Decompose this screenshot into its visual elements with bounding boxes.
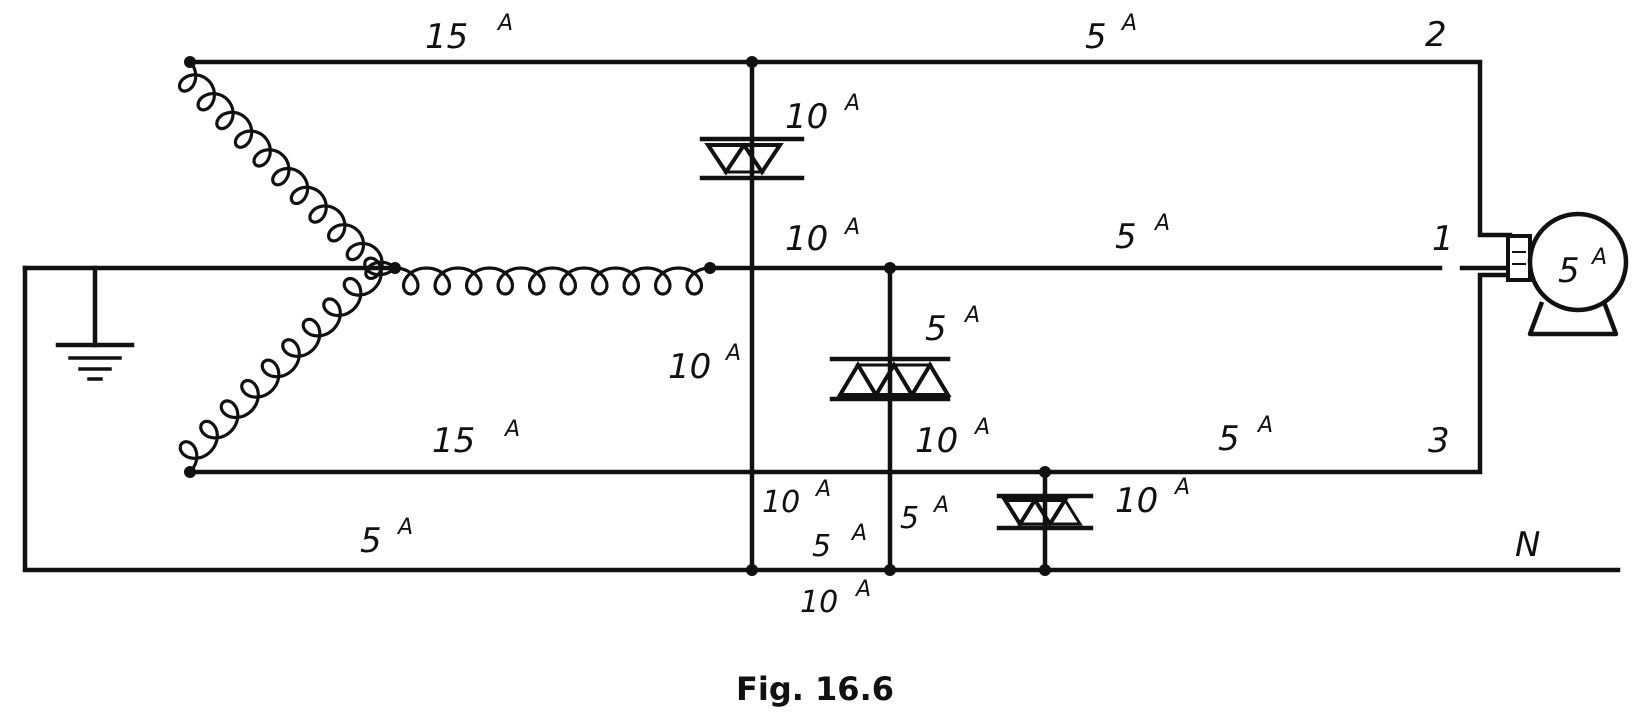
junction-dot xyxy=(704,262,716,274)
current-unit: A xyxy=(1173,475,1190,500)
current-unit: A xyxy=(814,477,831,502)
current-label: 5 xyxy=(900,501,919,536)
current-label: 10 xyxy=(785,97,828,137)
current-label: 5 xyxy=(1085,17,1107,57)
current-unit: A xyxy=(1153,211,1170,236)
junction-dot xyxy=(884,262,896,274)
triac-device-low xyxy=(996,493,1094,531)
motor-current-label: 5 xyxy=(1558,251,1580,291)
current-unit: A xyxy=(1120,11,1137,36)
coil-top xyxy=(177,60,397,281)
current-unit: A xyxy=(724,341,741,366)
terminal-1-label: 1 xyxy=(1432,219,1454,259)
current-label: 5 xyxy=(360,521,382,561)
terminal-3-label: 3 xyxy=(1428,421,1450,461)
current-labels: 15 A 5 A 10 A 10 A 5 A 10 A 5 A 15 A 10 … xyxy=(360,11,1607,620)
current-unit: A xyxy=(503,417,520,442)
phase-3-line xyxy=(187,272,1513,475)
current-label: 10 xyxy=(915,421,958,461)
current-label: 15 xyxy=(425,17,468,57)
current-label: 5 xyxy=(812,529,831,564)
figure-caption: Fig. 16.6 xyxy=(736,670,894,708)
neutral-left-vertical xyxy=(22,265,1621,573)
current-label: 5 xyxy=(1115,217,1137,257)
current-label: 10 xyxy=(1115,481,1158,521)
current-label: 10 xyxy=(762,485,800,520)
current-unit: A xyxy=(843,215,860,240)
current-unit: A xyxy=(1590,245,1607,270)
phase-2-line xyxy=(187,59,1513,238)
current-unit: A xyxy=(496,11,513,36)
terminal-labels: 2 1 3 N xyxy=(1425,15,1540,565)
junction-dot xyxy=(389,262,401,274)
current-unit: A xyxy=(963,303,980,328)
wires xyxy=(22,59,1621,573)
junction-dot xyxy=(746,564,758,576)
junction-dot xyxy=(884,564,896,576)
current-label: 5 xyxy=(1218,419,1240,459)
junction-dot xyxy=(1039,564,1051,576)
coil-right xyxy=(393,266,712,296)
current-unit: A xyxy=(1256,413,1273,438)
terminal-2-label: 2 xyxy=(1425,15,1447,55)
current-unit: A xyxy=(973,415,990,440)
generator-coils xyxy=(177,60,712,474)
current-label: 10 xyxy=(785,219,828,259)
current-label: 10 xyxy=(800,585,838,620)
triac-device-top xyxy=(699,136,805,181)
current-label: 10 xyxy=(668,347,711,387)
ground-icon xyxy=(55,342,135,381)
current-unit: A xyxy=(843,91,860,116)
current-unit: A xyxy=(854,577,871,602)
current-label: 15 xyxy=(432,421,475,461)
junction-dot xyxy=(184,56,196,68)
neutral-n-label: N xyxy=(1515,525,1540,565)
current-unit: A xyxy=(396,515,413,540)
junction-dot xyxy=(746,56,758,68)
current-unit: A xyxy=(850,521,867,546)
current-label: 5 xyxy=(925,309,947,349)
triac-device-mid xyxy=(829,356,952,402)
junction-dot xyxy=(1039,466,1051,478)
coil-bottom xyxy=(178,256,397,474)
current-unit: A xyxy=(932,493,949,518)
motor-icon xyxy=(1506,211,1629,337)
junction-dot xyxy=(184,466,196,478)
junction-dots xyxy=(184,56,1051,576)
